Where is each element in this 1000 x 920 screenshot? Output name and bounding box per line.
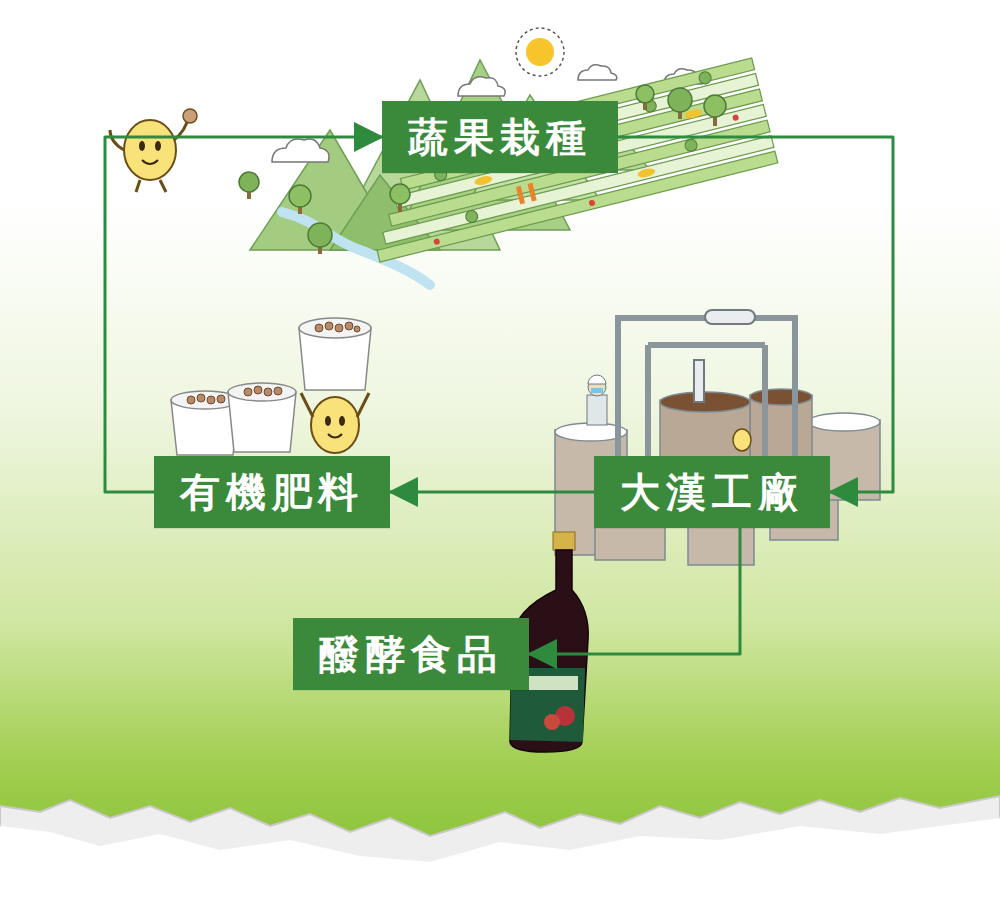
egg-mascot — [110, 109, 197, 192]
flow-arrow — [390, 491, 594, 494]
flow-arrow — [105, 137, 382, 492]
terraced-fields — [354, 58, 778, 262]
fertilizer-tubs — [171, 318, 371, 455]
torn-paper-inner — [0, 818, 1000, 920]
box-label: 有機肥料 — [180, 468, 364, 516]
trees — [239, 85, 726, 254]
sun — [526, 38, 554, 66]
egg-mascot — [301, 393, 369, 453]
flow-arrow — [529, 528, 740, 654]
process-box: 大漢工廠 — [594, 456, 830, 528]
box-label: 蔬果栽種 — [408, 113, 592, 161]
process-box: 有機肥料 — [154, 456, 390, 528]
torn-paper-edge — [0, 796, 1000, 920]
flow-arrow — [618, 137, 893, 492]
worker — [587, 375, 607, 425]
sun-ring — [516, 28, 564, 76]
process-box: 蔬果栽種 — [382, 101, 618, 173]
process-box: 醱酵食品 — [293, 618, 529, 690]
box-label: 醱酵食品 — [319, 630, 503, 678]
box-label: 大漢工廠 — [620, 468, 804, 516]
factory — [555, 310, 880, 565]
